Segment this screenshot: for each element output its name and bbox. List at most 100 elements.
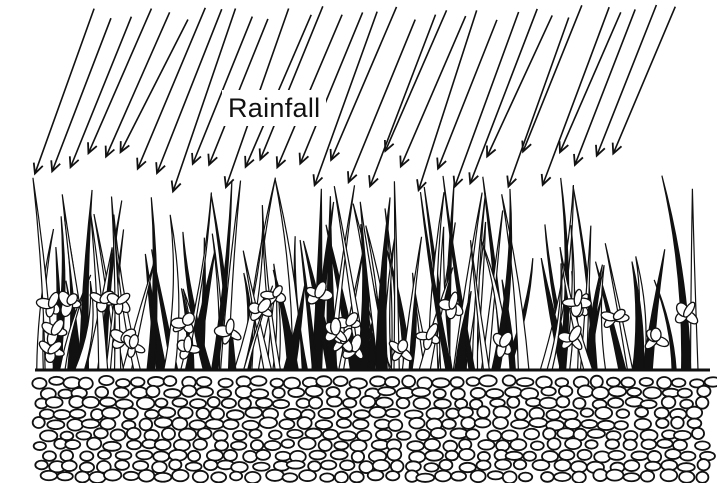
gravel-stone — [159, 407, 176, 417]
gravel-stone — [661, 469, 678, 481]
gravel-stone — [409, 418, 424, 429]
gravel-stone — [526, 398, 541, 406]
gravel-stone — [439, 460, 452, 470]
gravel-stone — [222, 399, 236, 408]
gravel-stone — [655, 408, 669, 419]
gravel-stone — [523, 452, 536, 461]
gravel-stone — [190, 399, 206, 408]
gravel-stone — [104, 470, 121, 481]
gravel-stone — [337, 419, 351, 428]
gravel-stone — [517, 378, 534, 386]
gravel-stone — [80, 451, 93, 460]
gravel-stone — [424, 463, 438, 472]
gravel-stone — [387, 449, 401, 461]
gravel-stone — [327, 397, 342, 407]
gravel-stone — [671, 417, 684, 429]
gravel-stone — [250, 376, 266, 385]
gravel-stone — [386, 409, 400, 417]
gravel-stone — [111, 429, 126, 440]
gravel-stone — [585, 440, 597, 448]
gravel-stone — [458, 407, 473, 417]
gravel-stone — [243, 451, 257, 462]
gravel-stone — [533, 460, 550, 470]
rain-arrow-line — [613, 7, 675, 154]
grass-blade — [690, 189, 698, 370]
gravel-stone — [635, 419, 651, 430]
gravel-stone — [316, 420, 333, 429]
gravel-stone — [578, 450, 592, 460]
gravel-stone — [34, 442, 46, 450]
gravel-stone — [495, 459, 511, 469]
gravel-stone — [140, 419, 153, 431]
gravel-stone — [621, 378, 635, 388]
gravel-stone — [541, 472, 554, 482]
gravel-stone — [65, 440, 80, 449]
gravel-stone — [127, 428, 141, 440]
gravel-stone — [331, 450, 348, 459]
gravel-stone — [256, 398, 272, 408]
gravel-stone — [623, 473, 639, 481]
gravel-stone — [162, 428, 175, 440]
gravel-stone — [368, 470, 384, 480]
gravel-stone — [494, 406, 511, 418]
gravel-stone — [524, 429, 539, 440]
gravel-stone — [338, 408, 351, 418]
gravel-stone — [242, 421, 258, 430]
gravel-stone — [230, 472, 242, 481]
gravel-stone — [540, 398, 558, 409]
gravel-stone — [35, 461, 48, 470]
gravel-stone — [696, 472, 708, 483]
gravel-stone — [197, 408, 210, 419]
gravel-stone — [686, 407, 702, 419]
gravel-stone — [239, 398, 251, 409]
gravel-stone — [578, 385, 593, 397]
gravel-stone — [323, 430, 338, 440]
gravel-stone — [459, 449, 474, 460]
gravel-stone — [58, 390, 72, 399]
gravel-stone — [326, 387, 339, 397]
gravel-stone — [631, 451, 648, 460]
gravel-stone — [153, 451, 169, 461]
gravel-stone — [648, 451, 662, 463]
gravel-stone — [635, 407, 648, 417]
gravel-stone — [559, 386, 572, 397]
gravel-stone — [598, 421, 615, 430]
gravel-stone — [282, 473, 297, 482]
gravel-stone — [608, 451, 624, 460]
gravel-stone — [506, 452, 523, 460]
gravel-stone — [397, 388, 414, 398]
gravel-stone — [697, 386, 710, 397]
gravel-stone — [340, 460, 354, 470]
gravel-stone — [511, 420, 529, 429]
gravel-stone — [369, 407, 385, 418]
rain-arrow-line — [560, 12, 621, 152]
gravel-stone — [146, 386, 159, 397]
gravel-stone — [614, 421, 628, 429]
gravel-stone — [152, 461, 167, 472]
gravel-stone — [224, 450, 237, 461]
gravel-stone — [572, 472, 585, 483]
gravel-stone — [434, 399, 451, 408]
gravel-stone — [181, 385, 196, 396]
gravel-stone — [425, 451, 443, 461]
gravel-stone — [339, 431, 356, 440]
rain-arrow-line — [35, 9, 94, 174]
gravel-stone — [386, 471, 399, 480]
gravel-stone — [115, 460, 129, 470]
gravel-stone — [657, 377, 671, 389]
gravel-stone — [378, 387, 395, 395]
gravel-stone — [588, 429, 605, 438]
gravel-stone — [139, 470, 155, 482]
gravel-stone — [471, 470, 486, 482]
gravel-stone — [227, 410, 244, 420]
gravel-stone — [624, 460, 639, 471]
rain-arrow-line — [487, 15, 552, 156]
rain-arrow-line — [52, 18, 111, 171]
gravel-stone — [335, 472, 348, 483]
gravel-stone — [172, 418, 187, 430]
gravel-stone — [87, 438, 101, 450]
gravel-stone — [450, 428, 467, 438]
gravel-stone — [279, 419, 294, 429]
gravel-stone — [210, 408, 224, 419]
gravel-stone — [62, 461, 77, 472]
